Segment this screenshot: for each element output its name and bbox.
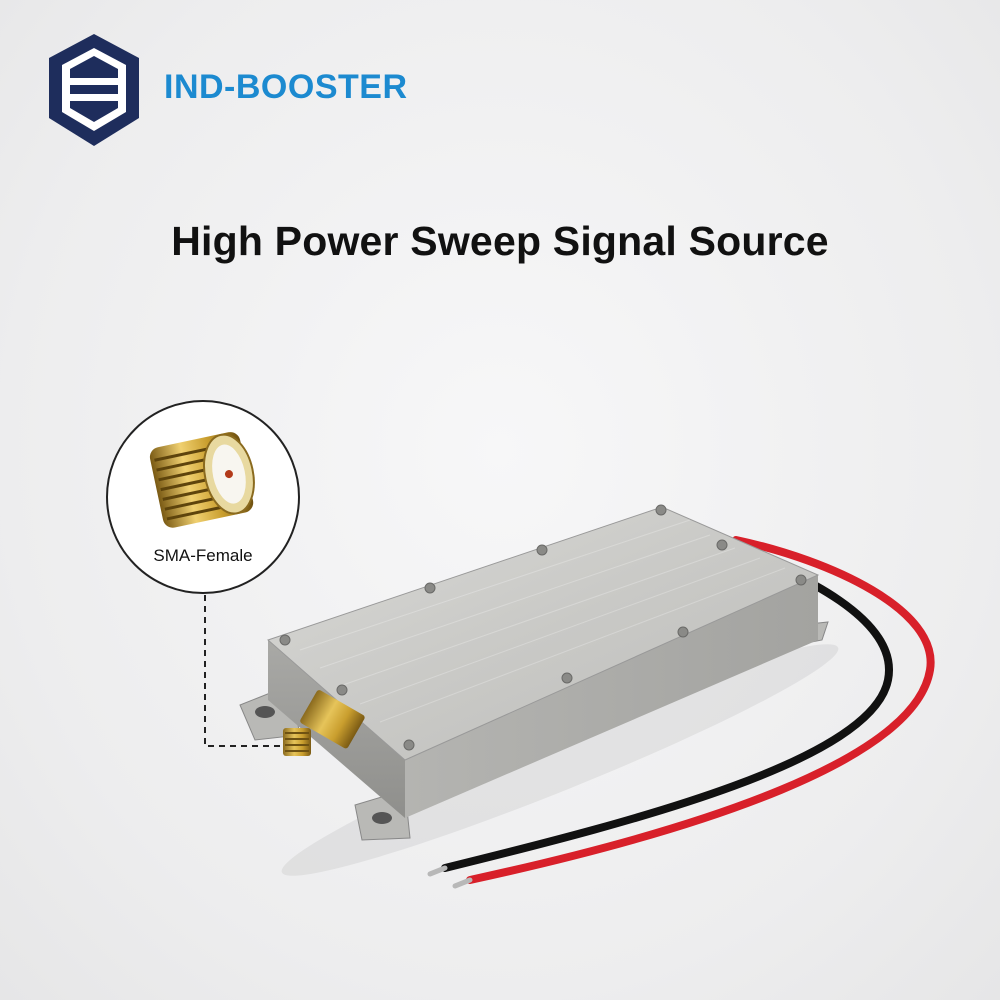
sma-female-connector-icon	[149, 432, 255, 528]
callout-label: SMA-Female	[153, 546, 253, 565]
sma-connector	[283, 690, 365, 756]
brand-name: IND-BOOSTER	[164, 67, 408, 106]
hexagon-shield-logo	[49, 34, 139, 146]
connector-callout: SMA-Female	[106, 400, 300, 594]
page-title: High Power Sweep Signal Source	[171, 218, 829, 264]
brand-header: IND-BOOSTER	[46, 32, 408, 148]
